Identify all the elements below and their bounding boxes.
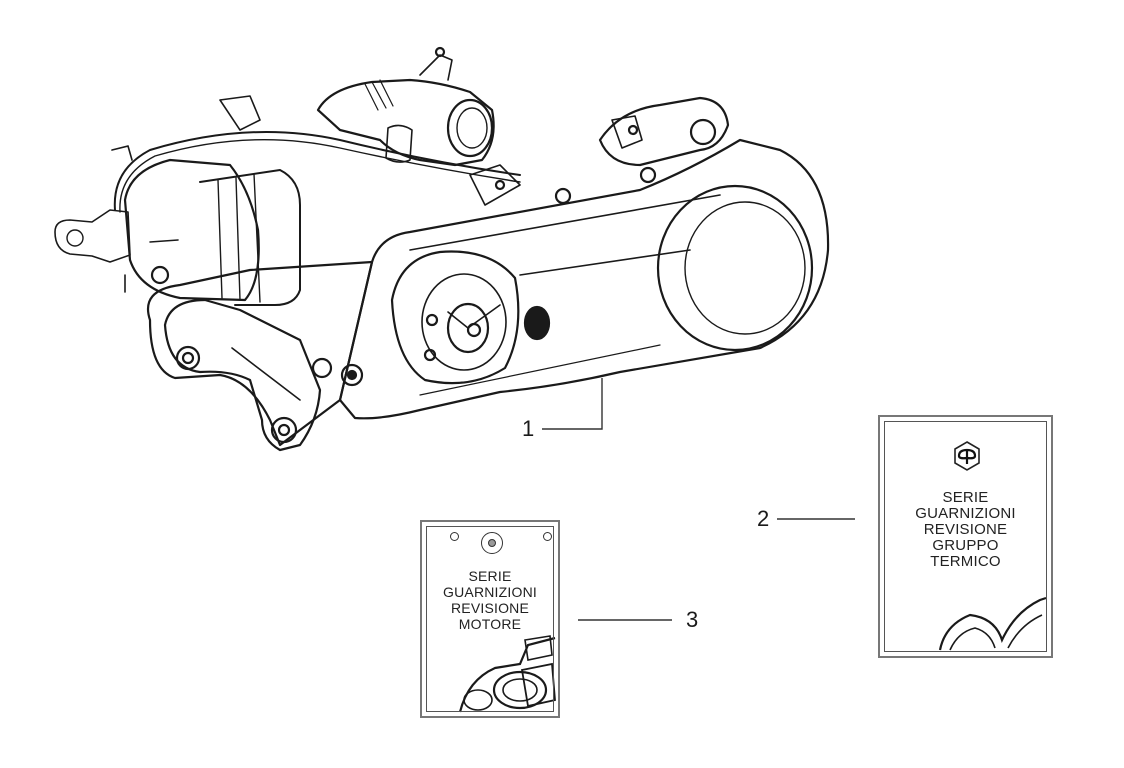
mount-hole-icon xyxy=(543,532,552,541)
kit-3-label: SERIE GUARNIZIONI REVISIONE MOTORE xyxy=(443,568,537,632)
callout-1[interactable]: 1 xyxy=(522,416,535,441)
transmission-cover xyxy=(338,138,830,420)
fuel-hose xyxy=(113,131,521,211)
drain-hole xyxy=(523,305,551,341)
engine-drawing xyxy=(54,46,830,452)
rear-mount xyxy=(163,298,322,452)
kit-2-gasket-art xyxy=(938,596,1047,651)
callout-3[interactable]: 3 xyxy=(686,607,699,632)
mount-hole-icon xyxy=(450,532,459,541)
callout-2[interactable]: 2 xyxy=(757,506,770,531)
cylinder-head xyxy=(123,158,260,302)
carburettor xyxy=(54,209,131,263)
kit-2-label: SERIE GUARNIZIONI REVISIONE GRUPPO TERMI… xyxy=(915,489,1016,570)
gasket-kit-card-3[interactable]: SERIE GUARNIZIONI REVISIONE MOTORE xyxy=(420,520,560,718)
kit-3-gasket-art xyxy=(458,635,556,713)
piaggio-logo-icon xyxy=(954,441,980,471)
piaggio-logo-small-icon xyxy=(481,532,503,554)
cylinder-cowl xyxy=(199,169,301,306)
leader-lines xyxy=(542,378,855,621)
clutch-housing xyxy=(390,250,520,385)
crankcase xyxy=(147,260,374,447)
intake-manifold xyxy=(316,78,495,167)
leader-line-1 xyxy=(542,378,603,430)
variator-cover xyxy=(656,184,814,352)
gasket-kit-card-2[interactable]: SERIE GUARNIZIONI REVISIONE GRUPPO TERMI… xyxy=(878,415,1053,658)
